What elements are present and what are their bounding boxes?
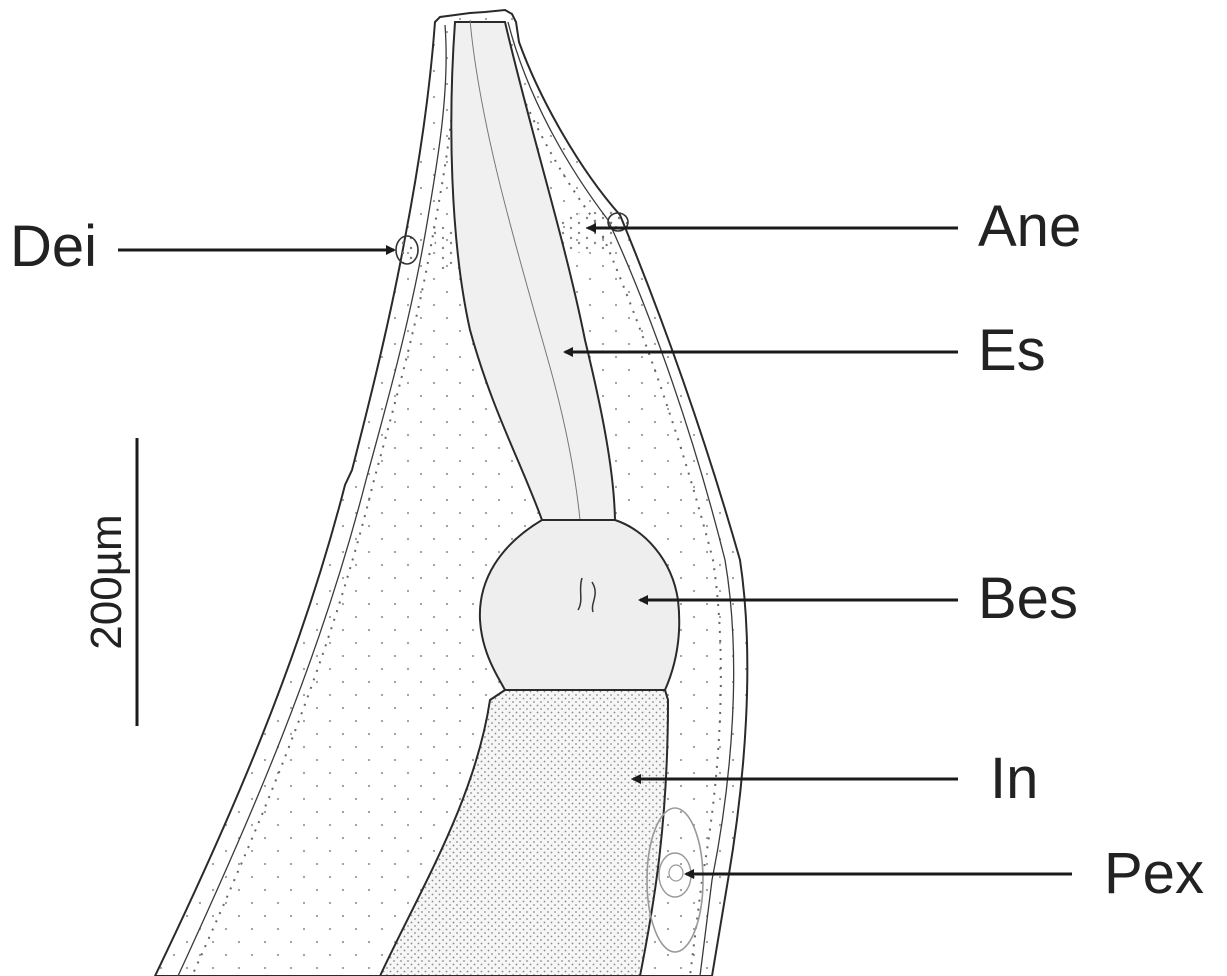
label-dei: Dei xyxy=(10,214,97,279)
label-ane: Ane xyxy=(978,194,1081,259)
label-es: Es xyxy=(978,318,1046,383)
scale-bar-label: 200µm xyxy=(82,514,131,649)
label-in: In xyxy=(990,746,1038,811)
scale-bar: 200µm xyxy=(82,438,137,726)
deirid xyxy=(396,236,418,264)
label-bes: Bes xyxy=(978,566,1078,631)
label-pex: Pex xyxy=(1104,841,1204,906)
esophageal-bulb xyxy=(480,520,679,690)
